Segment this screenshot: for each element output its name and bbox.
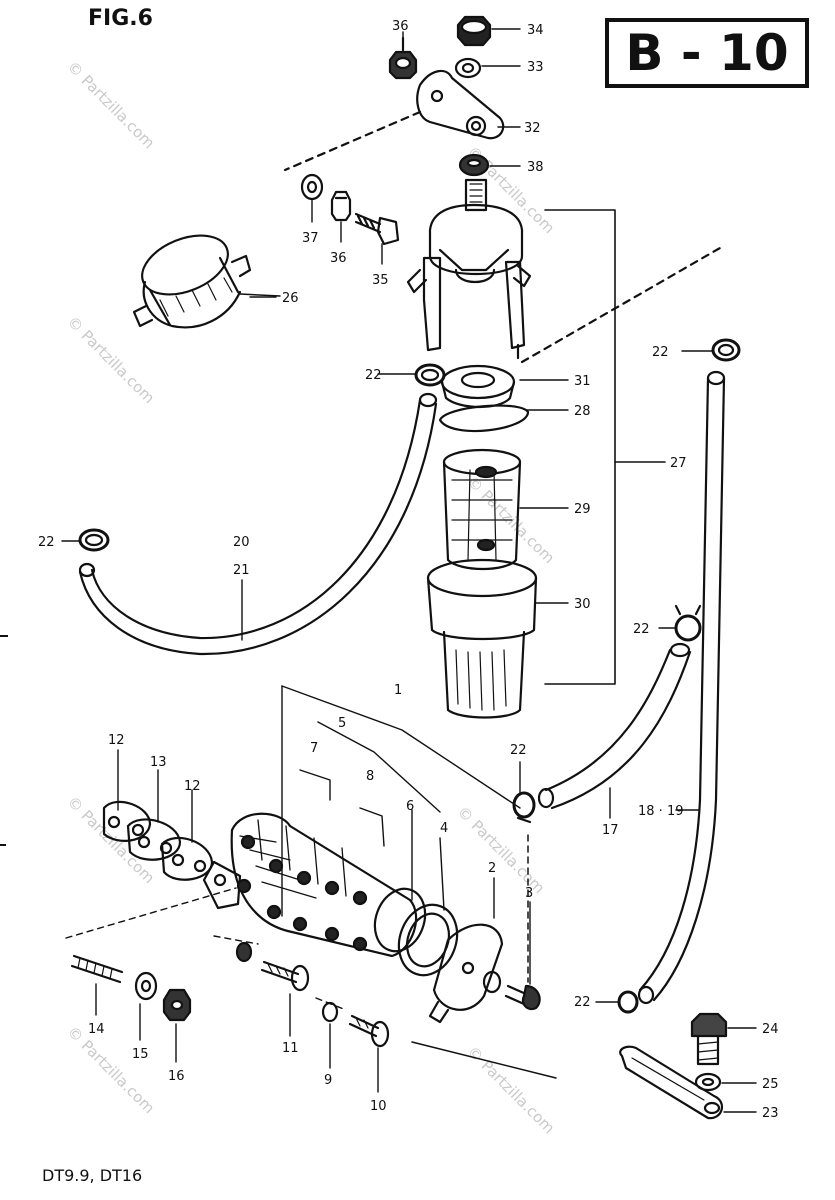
hose-17 <box>537 642 692 810</box>
callout-22-pump: 22 <box>510 743 527 758</box>
washer-under-pump <box>235 941 253 963</box>
diaphragm-4 <box>397 903 459 977</box>
callout-24: 24 <box>762 1022 779 1037</box>
callout-7: 7 <box>310 741 318 756</box>
callout-10: 10 <box>370 1099 387 1114</box>
gasket-12-right <box>160 836 214 881</box>
page-code-box: B - 10 <box>605 18 809 88</box>
clamp-22-mid <box>414 363 446 387</box>
callout-36-top: 36 <box>392 19 409 34</box>
callout-11: 11 <box>282 1041 299 1056</box>
pump-body <box>202 812 418 958</box>
screw-11 <box>260 960 310 992</box>
callout-5: 5 <box>338 716 346 731</box>
clamp-22-right-mid <box>674 604 702 642</box>
callout-22-mid: 22 <box>365 368 382 383</box>
gasket-28 <box>438 404 530 433</box>
callout-38: 38 <box>527 160 544 175</box>
callout-37: 37 <box>302 231 319 246</box>
nut-36-top <box>388 36 418 80</box>
callout-2: 2 <box>488 861 496 876</box>
callout-25: 25 <box>762 1077 779 1092</box>
model-caption: DT9.9, DT16 <box>42 1166 143 1185</box>
o-ring-31 <box>440 364 516 408</box>
callout-22-right-top: 22 <box>652 345 669 360</box>
callout-27: 27 <box>670 456 687 471</box>
callout-31: 31 <box>574 374 591 389</box>
callout-20: 20 <box>233 535 250 550</box>
filter-head <box>406 178 532 360</box>
fuel-filter-26 <box>132 234 281 329</box>
bolt-24 <box>690 1012 728 1066</box>
bolt-35 <box>354 212 400 246</box>
hose-18-19 <box>637 370 726 1005</box>
callout-16: 16 <box>168 1069 185 1084</box>
callout-22-left: 22 <box>38 535 55 550</box>
stud-14 <box>70 954 124 984</box>
callout-21: 21 <box>233 563 250 578</box>
plate-13 <box>126 818 182 861</box>
callout-17: 17 <box>602 823 619 838</box>
page-code: B - 10 <box>625 24 789 82</box>
screw-10 <box>348 1014 390 1048</box>
callout-12-right: 12 <box>184 779 201 794</box>
clamp-22-pump <box>512 791 536 824</box>
washer-25 <box>694 1072 722 1092</box>
callout-22-right-mid: 22 <box>633 622 650 637</box>
callout-28: 28 <box>574 404 591 419</box>
callout-1: 1 <box>394 683 402 698</box>
callout-4: 4 <box>440 821 448 836</box>
gasket-12-left <box>102 800 152 842</box>
bracket-23 <box>619 1045 724 1120</box>
washer-37 <box>300 173 324 201</box>
nut-36-lower <box>330 190 352 222</box>
callout-26: 26 <box>282 291 299 306</box>
clamp-22-right-top <box>711 338 741 362</box>
figure-title: FIG.6 <box>88 6 153 31</box>
callout-32: 32 <box>524 121 541 136</box>
callout-3: 3 <box>525 886 533 901</box>
callout-36-lower: 36 <box>330 251 347 266</box>
washer-9 <box>321 1001 339 1023</box>
filter-element-29 <box>442 448 522 570</box>
callout-13: 13 <box>150 755 167 770</box>
callout-30: 30 <box>574 597 591 612</box>
callout-35: 35 <box>372 273 389 288</box>
callout-14: 14 <box>88 1022 105 1037</box>
callout-22-bottom: 22 <box>574 995 591 1010</box>
callout-9: 9 <box>324 1073 332 1088</box>
bracket-32 <box>416 69 505 140</box>
nut-16 <box>162 988 192 1022</box>
filter-cup-30 <box>426 558 538 719</box>
screw-3 <box>504 984 541 1011</box>
washer-38 <box>458 153 490 177</box>
gasket-6 <box>373 887 427 953</box>
callout-29: 29 <box>574 502 591 517</box>
callout-12-left: 12 <box>108 733 125 748</box>
callout-23: 23 <box>762 1106 779 1121</box>
callout-34: 34 <box>527 23 544 38</box>
clamp-22-bottom <box>617 990 639 1014</box>
hose-20-21 <box>78 392 438 656</box>
clamp-22-left <box>78 528 110 552</box>
callout-18-19: 18 · 19 <box>638 804 683 819</box>
pump-cover-2 <box>428 923 504 1024</box>
callout-labels: 36 34 33 32 38 37 36 35 26 22 22 31 28 2… <box>38 19 779 1121</box>
washer-33 <box>454 57 482 79</box>
callout-15: 15 <box>132 1047 149 1062</box>
nut-34 <box>456 15 492 47</box>
callout-6: 6 <box>406 799 414 814</box>
callout-8: 8 <box>366 769 374 784</box>
callout-33: 33 <box>527 60 544 75</box>
washer-15 <box>134 971 158 1001</box>
